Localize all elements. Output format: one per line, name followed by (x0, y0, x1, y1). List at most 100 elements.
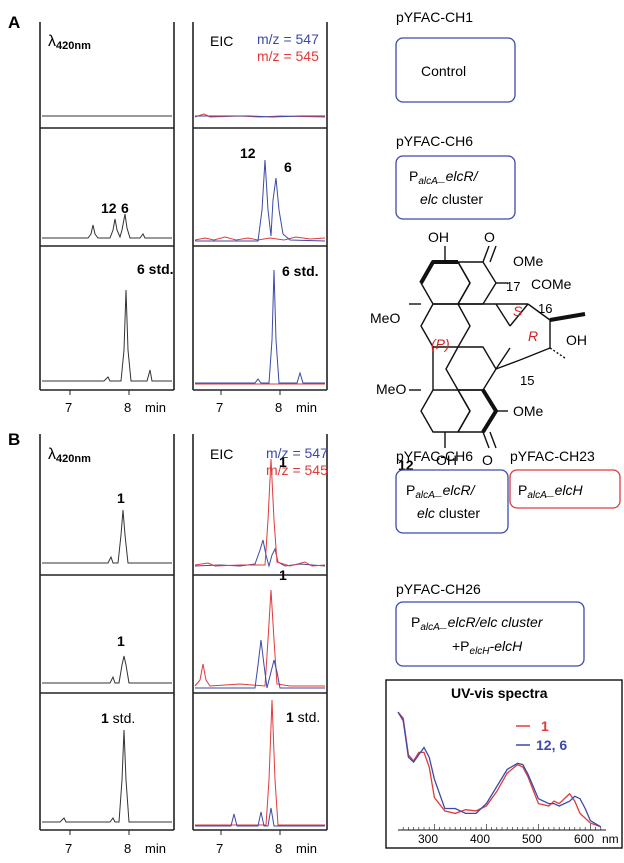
panel-b-eic-xunit: min (296, 841, 317, 856)
panel-b-eic-std-label: 1 std. (286, 709, 320, 725)
panel-b-uv-trace-std (42, 729, 172, 823)
panel-a-uv-peak-6: 6 (121, 200, 129, 216)
molecule-c16: 16 (538, 301, 552, 316)
panel-b-uv-peak-1-row2: 1 (117, 633, 125, 649)
uv-vis-legend-label-1: 1 (541, 718, 549, 734)
panel-a-uv-trace-ch6 (42, 213, 172, 239)
panel-b-eic-column (192, 434, 328, 831)
panel-a-box-control-text: Control (421, 63, 466, 79)
molecule-12 (409, 245, 586, 449)
molecule-o-top: O (484, 229, 495, 245)
molecule-meo-1: MeO (370, 310, 400, 326)
uv-vis-xtick-400: 400 (470, 832, 490, 846)
panel-a-eic-xunit: min (296, 400, 317, 415)
molecule-oh-top: OH (428, 229, 449, 245)
panel-b-construct-3: pYFAC-CH26 (396, 581, 481, 597)
panel-b-uv-xtick-7: 7 (65, 841, 72, 856)
panel-a-uv-xtick-7: 7 (65, 400, 72, 415)
panel-a-construct-1: pYFAC-CH1 (396, 9, 473, 25)
panel-b-construct-2: pYFAC-CH23 (510, 448, 595, 464)
molecule-come: COMe (531, 276, 572, 292)
uv-vis-xunit: nm (602, 832, 619, 846)
panel-a-eic-peak-6: 6 (284, 159, 292, 175)
molecule-o-bottom: O (482, 452, 493, 468)
panel-a-eic-xaxis (220, 390, 281, 395)
panel-b-eic-label: EIC (210, 446, 233, 462)
uv-vis-series-2 (397, 711, 602, 828)
panel-b-lambda-label: λ420nm (48, 446, 91, 465)
panel-a-eic-trace-std-blue (195, 269, 325, 384)
panel-b-legend-blue: m/z = 547 (266, 445, 328, 461)
uv-vis-minor-ticks (402, 824, 602, 830)
panel-b-box-ch26 (395, 601, 585, 667)
molecule-ome-1: OMe (513, 253, 544, 269)
panel-b-eic-peak-1-row1: 1 (279, 454, 287, 470)
uv-vis-xtick-600: 600 (574, 832, 594, 846)
panel-b-uv-xaxis (69, 830, 130, 835)
panel-a-box-control (395, 37, 516, 103)
panel-b-uv-xtick-8: 8 (124, 841, 131, 856)
molecule-c17: 17 (506, 279, 520, 294)
panel-a-uv-std-label: 6 std. (137, 261, 174, 277)
panel-b-legend-red: m/z = 545 (266, 462, 328, 478)
panel-b-eic-trace-row2-blue (195, 639, 325, 689)
panel-b-box-ch23-text: PalcA_elcH (518, 482, 583, 501)
panel-a-eic-trace-ch6-red (194, 236, 326, 241)
panel-a-box-ch6 (395, 155, 516, 220)
panel-a-eic-column (192, 22, 328, 391)
panel-a-uv-peak-12: 12 (101, 200, 117, 216)
panel-a-eic-xtick-8: 8 (275, 400, 282, 415)
uv-vis-xtick-500: 500 (522, 832, 542, 846)
molecule-ome-2: OMe (513, 403, 544, 419)
panel-b-box-ch26-line2: +PelcH-elcH (452, 638, 523, 657)
molecule-label-12: 12 (398, 457, 414, 473)
panel-b-eic-trace-row2-red (194, 589, 325, 687)
panel-b-eic-trace-row1-red (194, 458, 326, 567)
molecule-s-label: S (513, 303, 523, 319)
uv-vis-legend-label-2: 12, 6 (536, 737, 567, 753)
panel-a-box-ch6-line2: elc cluster (420, 191, 483, 207)
panel-a-legend-blue: m/z = 547 (257, 31, 319, 47)
molecule-r-label: R (528, 328, 538, 344)
panel-b-uv-trace-row2 (42, 655, 172, 684)
panel-a-construct-2: pYFAC-CH6 (396, 133, 473, 149)
panel-b-eic-xaxis (220, 830, 281, 835)
panel-b-construct-1: pYFAC-CH6 (396, 448, 473, 464)
panel-b-uv-xunit: min (145, 841, 166, 856)
molecule-p-label: (P) (431, 336, 450, 352)
panel-a-eic-trace-ch6-blue (195, 159, 326, 242)
panel-a-eic-trace-control-blue (195, 115, 325, 118)
panel-b-box-ch26-line1: PalcA_elcR/elc cluster (411, 614, 544, 633)
uv-vis-title: UV-vis spectra (451, 685, 548, 701)
panel-b-box-ch6-line1: PalcA_elcR/ (406, 482, 477, 501)
panel-b-eic-peak-1-row2: 1 (279, 567, 287, 583)
panel-a-uv-xaxis (69, 390, 130, 395)
panel-a-uv-xtick-8: 8 (124, 400, 131, 415)
molecule-meo-2: MeO (376, 381, 406, 397)
panel-b-letter: B (8, 430, 20, 449)
panel-a-eic-peak-12: 12 (240, 145, 256, 161)
panel-a-lambda-label: λ420nm (48, 33, 91, 52)
panel-a-eic-label: EIC (210, 33, 233, 49)
panel-b-eic-trace-row1-blue (194, 539, 326, 568)
uv-vis-legend: 1 12, 6 (516, 718, 567, 753)
panel-b-eic-xtick-7: 7 (216, 841, 223, 856)
panel-a-letter: A (8, 13, 20, 32)
panel-a-uv-trace-std (42, 289, 172, 382)
panel-a-eic-xtick-7: 7 (216, 400, 223, 415)
molecule-oh-side: OH (566, 332, 587, 348)
panel-a-legend-red: m/z = 545 (257, 48, 319, 64)
uv-vis-series (397, 711, 602, 828)
molecule-oh-bottom: OH (436, 452, 457, 468)
uv-vis-frame (385, 679, 623, 849)
panel-b-eic-xtick-8: 8 (275, 841, 282, 856)
panel-b-eic-trace-std-red (195, 699, 325, 826)
uv-vis-xtick-300: 300 (418, 832, 438, 846)
panel-b-eic-trace-std-blue (195, 807, 325, 827)
panel-b-uv-column (39, 434, 175, 831)
panel-b-uv-peak-1-row1: 1 (117, 490, 125, 506)
panel-b-uv-std-label: 1 std. (101, 710, 135, 726)
panel-b-uv-trace-row1 (42, 509, 172, 564)
panel-a-box-ch6-line1: PalcA_elcR/ (409, 168, 480, 187)
